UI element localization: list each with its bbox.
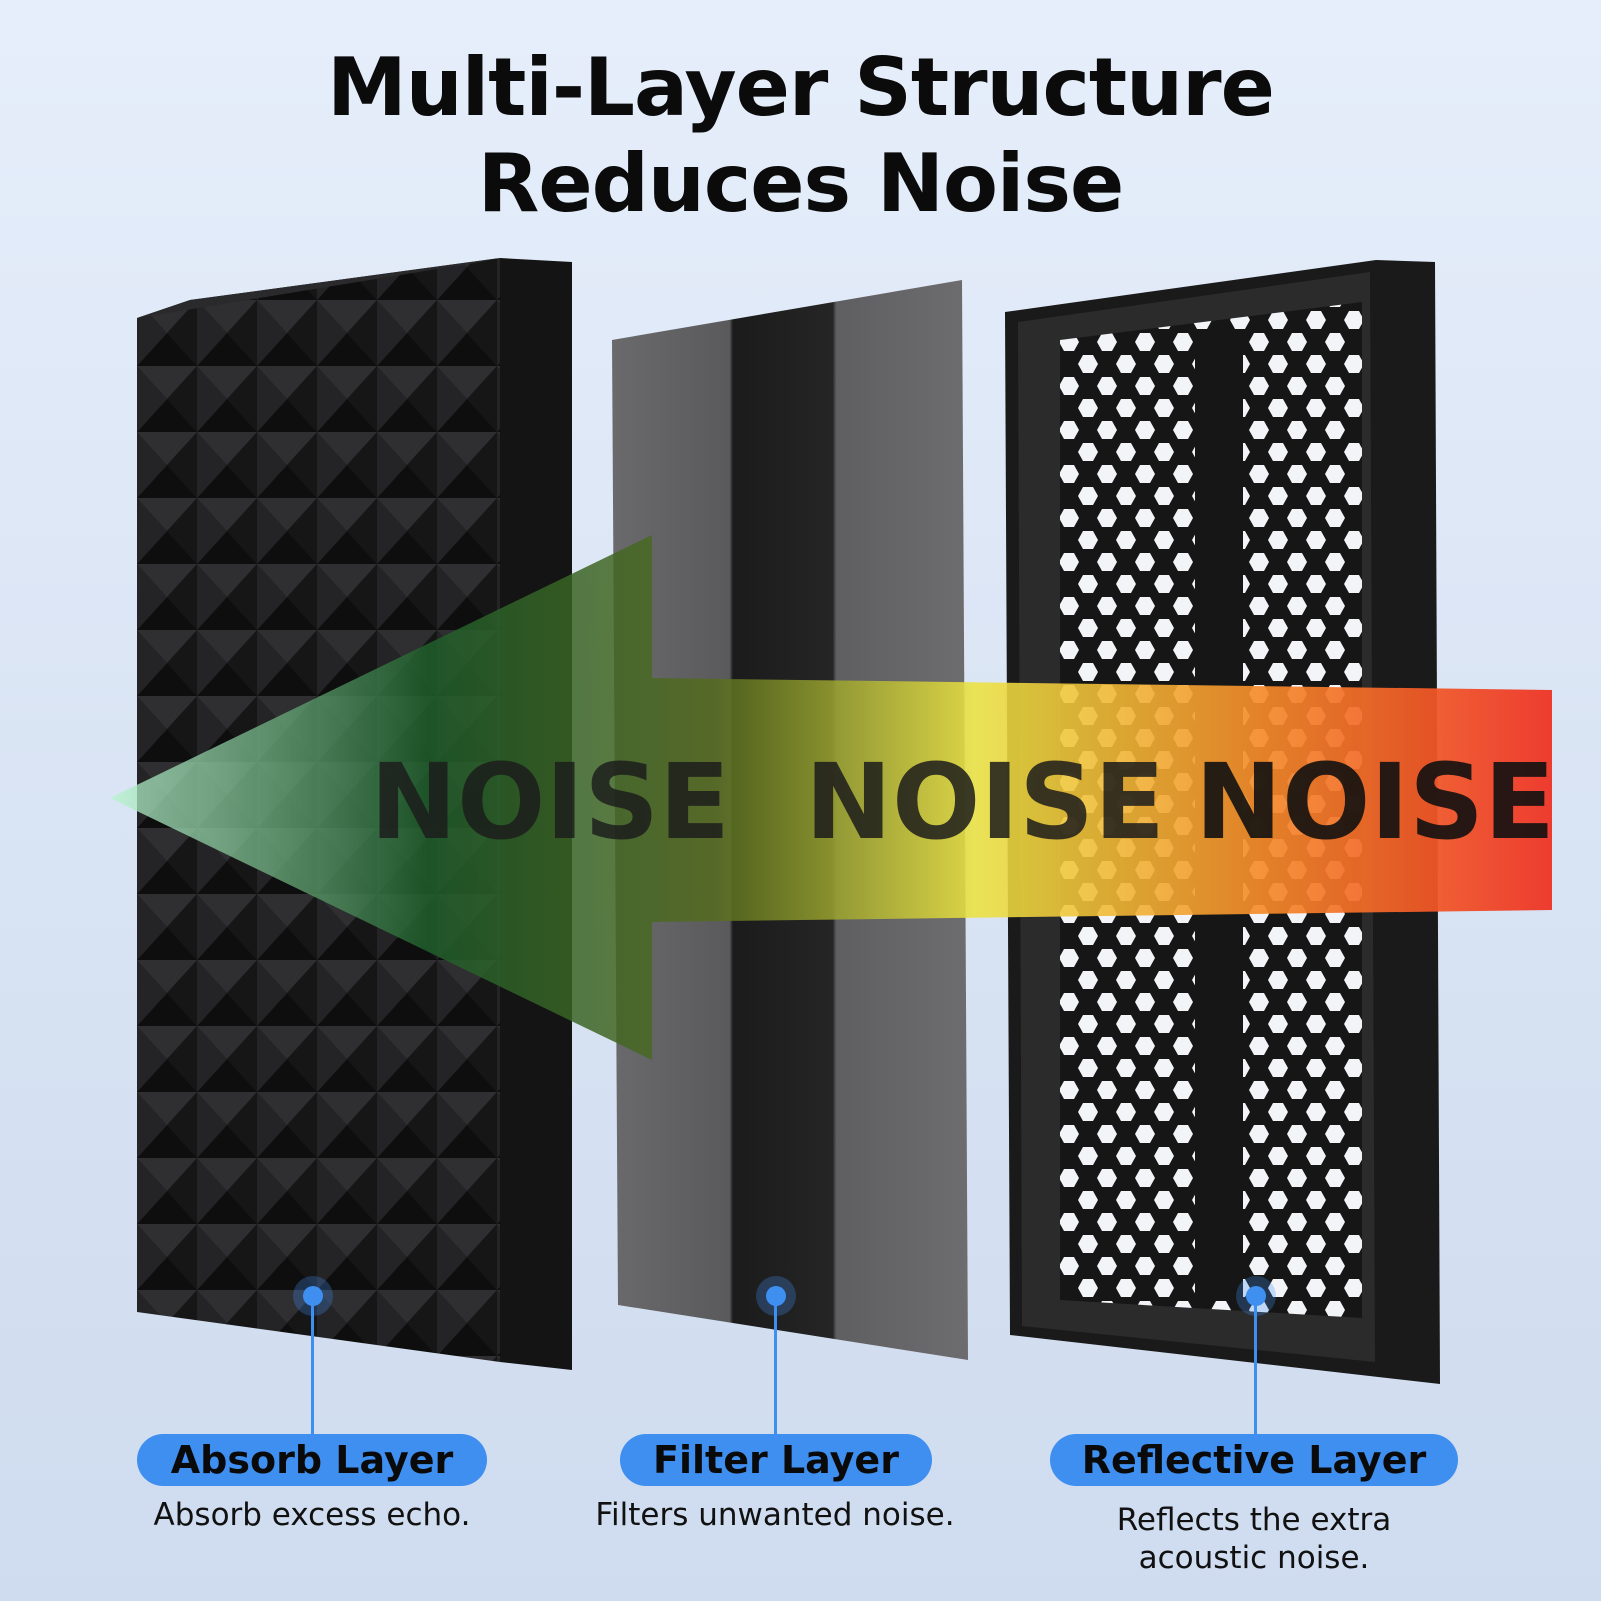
headline-line-1: Multi-Layer Structure	[327, 41, 1275, 134]
filter-layer-description: Filters unwanted noise.	[595, 1497, 955, 1533]
filter-layer-label: Filter Layer	[620, 1434, 932, 1486]
noise-arrow-icon	[110, 535, 1552, 1060]
headline-line-2: Reduces Noise	[477, 137, 1124, 230]
filter-connector-line	[774, 1296, 777, 1434]
reflective-connector-line	[1254, 1296, 1257, 1434]
noise-word-2: NOISE	[805, 741, 1165, 863]
noise-word-3: NOISE	[1195, 741, 1555, 863]
absorb-connector-line	[311, 1296, 314, 1434]
reflective-layer-label: Reflective Layer	[1050, 1434, 1458, 1486]
noise-word-1: NOISE	[370, 741, 730, 863]
absorb-layer-label: Absorb Layer	[137, 1434, 487, 1486]
reflective-layer-description-1: Reflects the extra	[1116, 1502, 1392, 1538]
reflective-layer-description-2: acoustic noise.	[1138, 1540, 1370, 1576]
absorb-layer-description: Absorb excess echo.	[153, 1497, 471, 1533]
